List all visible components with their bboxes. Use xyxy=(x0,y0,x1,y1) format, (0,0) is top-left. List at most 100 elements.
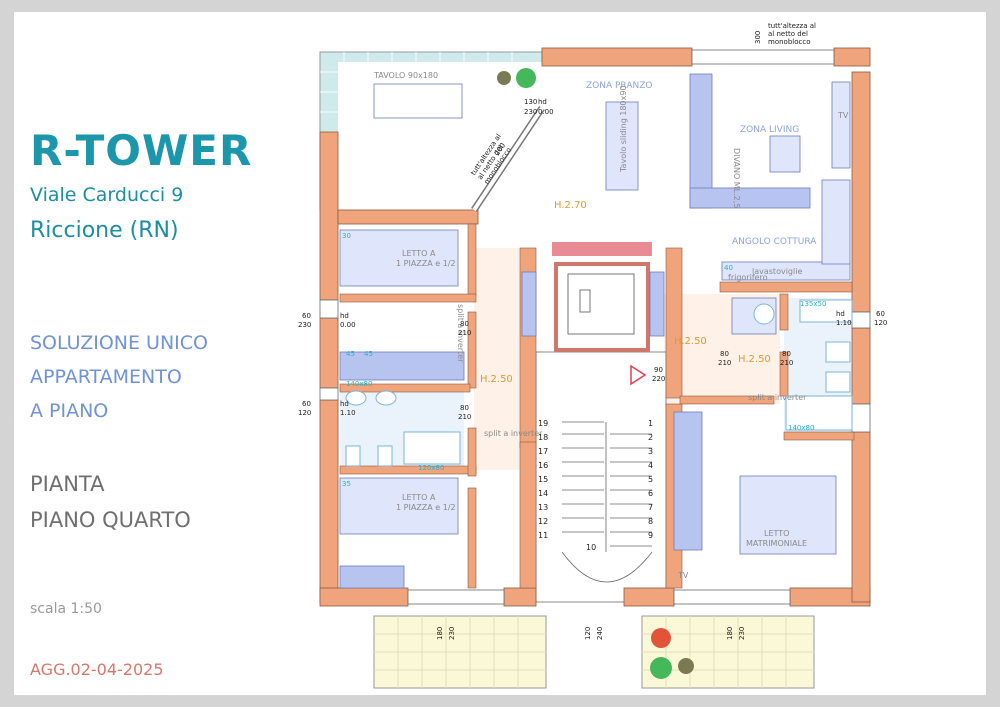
measure-40: 40 xyxy=(724,264,733,272)
balcony-bottom-left xyxy=(373,615,547,689)
dim-80-a: 80 xyxy=(460,320,469,328)
dim-left-230: 230 xyxy=(298,321,311,329)
note-top-3: monoblocco xyxy=(768,38,810,46)
dim-80-d: 80 xyxy=(782,350,791,358)
step-17: 17 xyxy=(538,447,548,456)
outer-walls xyxy=(319,47,871,607)
room-letto-matrimoniale: LETTO xyxy=(764,529,789,538)
measure-30-a: 30 xyxy=(342,232,351,240)
measure-45-b: 45 xyxy=(364,350,373,358)
dim-hd-bath-value: 1.10 xyxy=(340,409,356,417)
step-9: 9 xyxy=(648,531,653,540)
note-top-1: tutt'altezza al xyxy=(768,22,816,30)
sanitary-fixtures xyxy=(345,299,853,467)
dim-80-c: 80 xyxy=(720,350,729,358)
plants xyxy=(497,68,694,679)
dim-230: 230 xyxy=(524,108,537,116)
room-letto-a-2-sub: 1 PIAZZA e 1/2 xyxy=(396,503,456,512)
measure-135x50: 135x50 xyxy=(800,300,826,308)
dim-hd-value: 0.00 xyxy=(538,108,554,116)
room-letto-a-1: LETTO A xyxy=(402,249,436,258)
label-tavolo-sliding: Tavolo sliding 180x90 xyxy=(619,85,628,173)
step-1: 1 xyxy=(648,419,653,428)
step-16: 16 xyxy=(538,461,548,470)
address-city: Riccione (RN) xyxy=(30,218,179,243)
step-5: 5 xyxy=(648,475,653,484)
dim-hd-bath: hd xyxy=(340,400,349,408)
room-letto-matrimoniale-sub: MATRIMONIALE xyxy=(746,539,807,548)
interior-walls xyxy=(339,223,855,589)
drawing-sheet: R-TOWER Viale Carducci 9 Riccione (RN) S… xyxy=(14,12,986,695)
dim-80-b: 80 xyxy=(460,404,469,412)
dim-left-60a: 60 xyxy=(302,312,311,320)
step-3: 3 xyxy=(648,447,653,456)
dim-hd-left: hd xyxy=(340,312,349,320)
step-6: 6 xyxy=(648,489,653,498)
solution-line-3: A PIANO xyxy=(30,400,109,422)
plan-title-line-1: PIANTA xyxy=(30,472,105,496)
dim-230-left: 230 xyxy=(448,627,456,640)
dim-left-120: 120 xyxy=(298,409,311,417)
dim-right-120: 120 xyxy=(874,319,887,327)
windows xyxy=(319,49,871,605)
dim-hd-right-value: 1.10 xyxy=(836,319,852,327)
dim-230-right: 230 xyxy=(738,627,746,640)
label-lavastoviglie: lavastoviglie xyxy=(752,267,802,276)
measure-140x80-right: 140x80 xyxy=(788,424,814,432)
room-zona-living: ZONA LIVING xyxy=(740,125,799,135)
measure-120x80: 120x80 xyxy=(418,464,444,472)
height-2-50-right: H.2.50 xyxy=(738,354,771,365)
dim-180-left: 180 xyxy=(436,627,444,640)
step-15: 15 xyxy=(538,475,548,484)
dim-120-stair: 120 xyxy=(584,627,592,640)
solution-line-2: APPARTAMENTO xyxy=(30,366,182,388)
dim-180-right: 180 xyxy=(726,627,734,640)
furniture xyxy=(339,73,851,589)
room-letto-a-2: LETTO A xyxy=(402,493,436,502)
label-tavolo-terrazzo: TAVOLO 90x180 xyxy=(373,71,438,80)
label-split-3: split a inverter xyxy=(484,429,543,438)
height-2-70: H.2.70 xyxy=(554,200,587,211)
solution-description: SOLUZIONE UNICO APPARTAMENTO A PIANO xyxy=(30,326,208,428)
elevator-top xyxy=(552,242,652,256)
step-19: 19 xyxy=(538,419,548,428)
scale-label: scala 1:50 xyxy=(30,601,102,617)
dim-right-60: 60 xyxy=(876,310,885,318)
label-tv-bedroom: TV xyxy=(677,571,689,580)
dim-210-b: 210 xyxy=(458,413,471,421)
step-18: 18 xyxy=(538,433,548,442)
dim-210-d: 210 xyxy=(780,359,793,367)
plan-title-line-2: PIANO QUARTO xyxy=(30,508,191,532)
address-street: Viale Carducci 9 xyxy=(30,184,184,206)
label-frigorifero: frigorifero xyxy=(728,273,768,282)
project-title: R-TOWER xyxy=(30,126,253,175)
note-top-2: al netto del xyxy=(768,30,808,38)
height-2-50-center: H.2.50 xyxy=(674,336,707,347)
dim-300: 300 xyxy=(754,31,762,44)
balcony-bottom-right xyxy=(641,615,815,689)
dim-hd: hd xyxy=(538,98,547,106)
dim-130: 130 xyxy=(524,98,537,106)
label-tv-living: TV xyxy=(837,111,849,120)
dim-left-60b: 60 xyxy=(302,400,311,408)
step-2: 2 xyxy=(648,433,653,442)
room-letto-a-1-sub: 1 PIAZZA e 1/2 xyxy=(396,259,456,268)
measure-35: 35 xyxy=(342,480,351,488)
measure-140x80: 140x80 xyxy=(346,380,372,388)
dim-90: 90 xyxy=(654,366,663,374)
measure-45-a: 45 xyxy=(346,350,355,358)
solution-line-1: SOLUZIONE UNICO xyxy=(30,332,209,354)
label-divano: DIVANO ML.2,5 xyxy=(732,148,741,208)
height-2-50-left: H.2.50 xyxy=(480,374,513,385)
step-14: 14 xyxy=(538,489,548,498)
plan-title: PIANTA PIANO QUARTO xyxy=(30,466,191,538)
step-13: 13 xyxy=(538,503,548,512)
step-10: 10 xyxy=(586,543,596,552)
room-zona-pranzo: ZONA PRANZO xyxy=(586,81,652,91)
step-4: 4 xyxy=(648,461,653,470)
label-split-2: split a inverter xyxy=(748,393,807,402)
dim-220: 220 xyxy=(652,375,665,383)
floor-plan: ZONA PRANZO ZONA LIVING ANGOLO COTTURA L… xyxy=(298,22,887,689)
step-7: 7 xyxy=(648,503,653,512)
dim-210-c: 210 xyxy=(718,359,731,367)
